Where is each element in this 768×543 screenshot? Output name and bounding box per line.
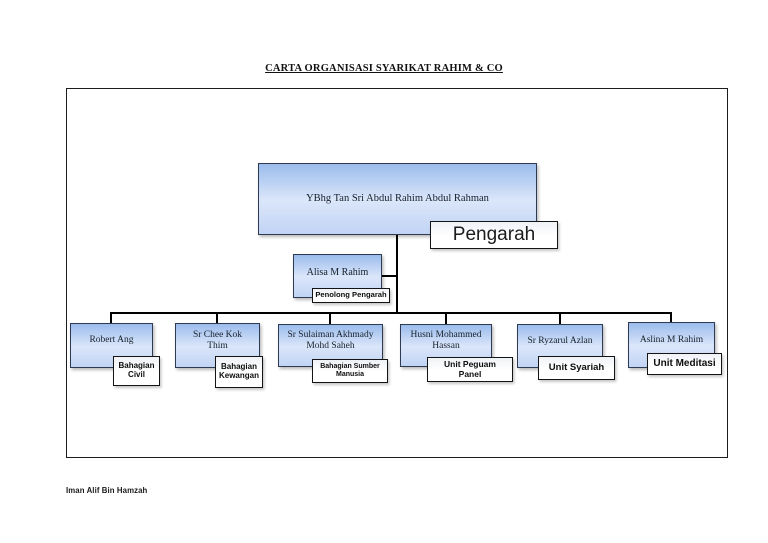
connector-horizontal (110, 312, 672, 314)
connector-stub (559, 312, 561, 324)
role-tag-label: Unit Syariah (548, 361, 605, 373)
role-tag-unit-meditasi: Unit Meditasi (647, 353, 722, 375)
role-tag-bahagian-civil: Bahagian Civil (113, 356, 160, 386)
connector-stub (670, 312, 672, 324)
connector-assistant (380, 275, 398, 277)
role-tag-label: Unit Peguam Panel (444, 359, 496, 379)
connector-stub (445, 312, 447, 324)
footer-author: Iman Alif Bin Hamzah (66, 486, 148, 495)
role-tag-unit-syariah: Unit Syariah (538, 356, 615, 380)
org-node-name: Sr Sulaiman Akhmady Mohd Saheh (287, 329, 374, 351)
role-tag-bahagian-sumber-manusia: Bahagian Sumber Manusia (312, 359, 388, 383)
org-node-name: Sr Chee Kok Thim (192, 329, 243, 351)
role-tag-label: Pengarah (452, 223, 536, 245)
role-tag-label: Bahagian Sumber Manusia (320, 363, 380, 378)
org-node-name: Robert Ang (89, 335, 134, 346)
connector-stub (329, 312, 331, 324)
role-tag-label: Bahagian Civil (118, 361, 155, 379)
role-tag-unit-peguam-panel: Unit Peguam Panel (427, 357, 513, 382)
role-tag-label: Bahagian Kewangan (218, 362, 259, 380)
role-tag-label: Unit Meditasi (653, 357, 716, 369)
role-tag-pengarah: Pengarah (430, 221, 558, 249)
org-node-name: YBhg Tan Sri Abdul Rahim Abdul Rahman (306, 192, 489, 204)
connector-trunk (396, 233, 398, 313)
page-title: CARTA ORGANISASI SYARIKAT RAHIM & CO (265, 63, 503, 74)
role-tag-label: Penolong Pengarah (315, 290, 387, 300)
org-node-name: Sr Ryzarul Azlan (527, 335, 593, 346)
role-tag-bahagian-kewangan: Bahagian Kewangan (215, 356, 263, 388)
org-node-name: Husni Mohammed Hassan (410, 329, 482, 351)
connector-stub (216, 312, 218, 324)
org-node-name: Alisa M Rahim (306, 266, 369, 278)
connector-stub (110, 312, 112, 324)
org-node-name: Aslina M Rahim (639, 334, 704, 345)
role-tag-penolong-pengarah: Penolong Pengarah (312, 288, 390, 303)
